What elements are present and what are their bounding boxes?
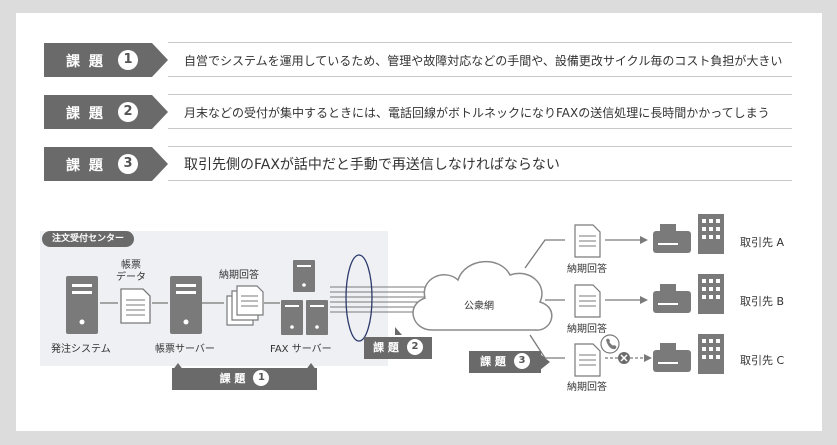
bottleneck-ellipse — [345, 254, 373, 342]
fax-server-label: FAX サーバー — [270, 344, 332, 355]
issue-label: 課 題 — [66, 106, 105, 122]
issue-label: 課 題 — [66, 158, 105, 174]
partner-c-label: 取引先 C — [740, 354, 785, 367]
form-data-label: 帳票 データ — [116, 260, 146, 283]
partner-b-label: 取引先 B — [740, 295, 785, 308]
issue-text-1: 自営でシステムを運用しているため、管理や故障対応などの手間や、設備更改サイクル毎… — [184, 54, 783, 68]
issue-number: 2 — [406, 339, 423, 355]
partner-doc-label: 納期回答 — [567, 382, 607, 393]
issue-number: 3 — [118, 154, 138, 174]
issue-number: 1 — [253, 370, 270, 386]
partner-doc-label: 納期回答 — [567, 324, 607, 335]
document-icon — [574, 343, 601, 377]
fax-machine-icon — [653, 343, 691, 372]
order-center-tag: 注文受付センター — [42, 231, 135, 247]
issue-text-2: 月末などの受付が集中するときには、電話回線がボトルネックになりFAXの送信処理に… — [184, 106, 770, 120]
issue-badge-2: 課 題 2 — [44, 95, 168, 129]
document-icon — [120, 288, 151, 324]
phone-busy-icon — [600, 334, 620, 354]
form-server-label: 帳票サーバー — [155, 344, 215, 355]
document-stack-icon — [226, 285, 264, 326]
divider — [168, 180, 792, 181]
divider — [168, 94, 792, 95]
server-icon — [170, 276, 202, 334]
fax-machine-icon — [653, 284, 691, 313]
building-icon — [698, 334, 724, 374]
issue-number: 3 — [513, 353, 530, 369]
delivery-answer-label: 納期回答 — [219, 270, 259, 281]
diagram-issue-badge-2: 課 題 2 — [364, 337, 432, 359]
divider — [168, 128, 792, 129]
issue-label: 課 題 — [480, 355, 506, 368]
divider — [168, 42, 792, 43]
issue-badge-3: 課 題 3 — [44, 147, 168, 181]
issue-text-3: 取引先側のFAXが話中だと手動で再送信しなければならない — [184, 157, 560, 173]
server-icon — [66, 276, 98, 334]
diagram-issue-badge-1: 課 題 1 — [172, 368, 317, 390]
issue-label: 課 題 — [219, 372, 246, 385]
public-network-label: 公衆網 — [464, 301, 494, 312]
issue-row-3: 課 題 3 取引先側のFAXが話中だと手動で再送信しなければならない — [44, 146, 792, 181]
fax-server-icon — [281, 260, 328, 335]
diagram-issue-badge-3: 課 題 3 — [469, 351, 541, 373]
divider — [168, 146, 792, 147]
issue-number: 1 — [118, 50, 138, 70]
issue-row-2: 課 題 2 月末などの受付が集中するときには、電話回線がボトルネックになりFAX… — [44, 94, 792, 129]
issue-badge-1: 課 題 1 — [44, 43, 168, 77]
issue-number: 2 — [118, 102, 138, 122]
divider — [168, 76, 792, 77]
error-x-icon — [618, 352, 630, 364]
document-icon — [574, 284, 601, 318]
partner-a-label: 取引先 A — [740, 236, 785, 249]
fax-machine-icon — [653, 224, 691, 253]
issue-label: 課 題 — [66, 54, 105, 70]
order-system-label: 発注システム — [51, 344, 111, 355]
document-icon — [574, 224, 601, 258]
building-icon — [698, 214, 724, 254]
issue-row-1: 課 題 1 自営でシステムを運用しているため、管理や故障対応などの手間や、設備更… — [44, 42, 792, 77]
cloud-icon — [412, 260, 553, 331]
building-icon — [698, 274, 724, 314]
partner-doc-label: 納期回答 — [567, 264, 607, 275]
issue-label: 課 題 — [373, 341, 399, 354]
